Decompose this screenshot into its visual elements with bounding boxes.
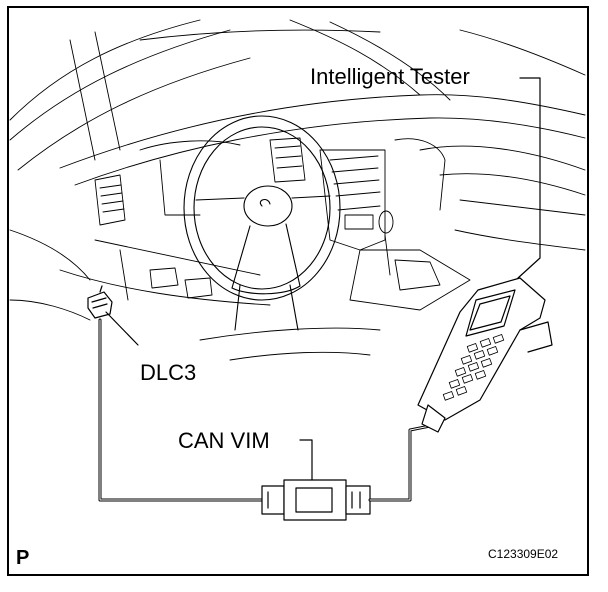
dlc3-connector bbox=[87, 285, 139, 346]
steering-wheel bbox=[183, 115, 341, 331]
label-can-vim: CAN VIM bbox=[178, 428, 270, 453]
tester-cable bbox=[368, 423, 437, 502]
can-vim-module bbox=[261, 439, 371, 521]
intelligent-tester-device bbox=[417, 77, 553, 433]
label-dlc3: DLC3 bbox=[140, 360, 197, 385]
label-intelligent-tester: Intelligent Tester bbox=[310, 64, 470, 89]
corner-mark: P bbox=[16, 547, 30, 569]
car-interior bbox=[9, 19, 586, 361]
dlc3-cable bbox=[98, 318, 264, 502]
figure-code: C123309E02 bbox=[488, 547, 559, 561]
tester-keypad bbox=[442, 334, 505, 401]
